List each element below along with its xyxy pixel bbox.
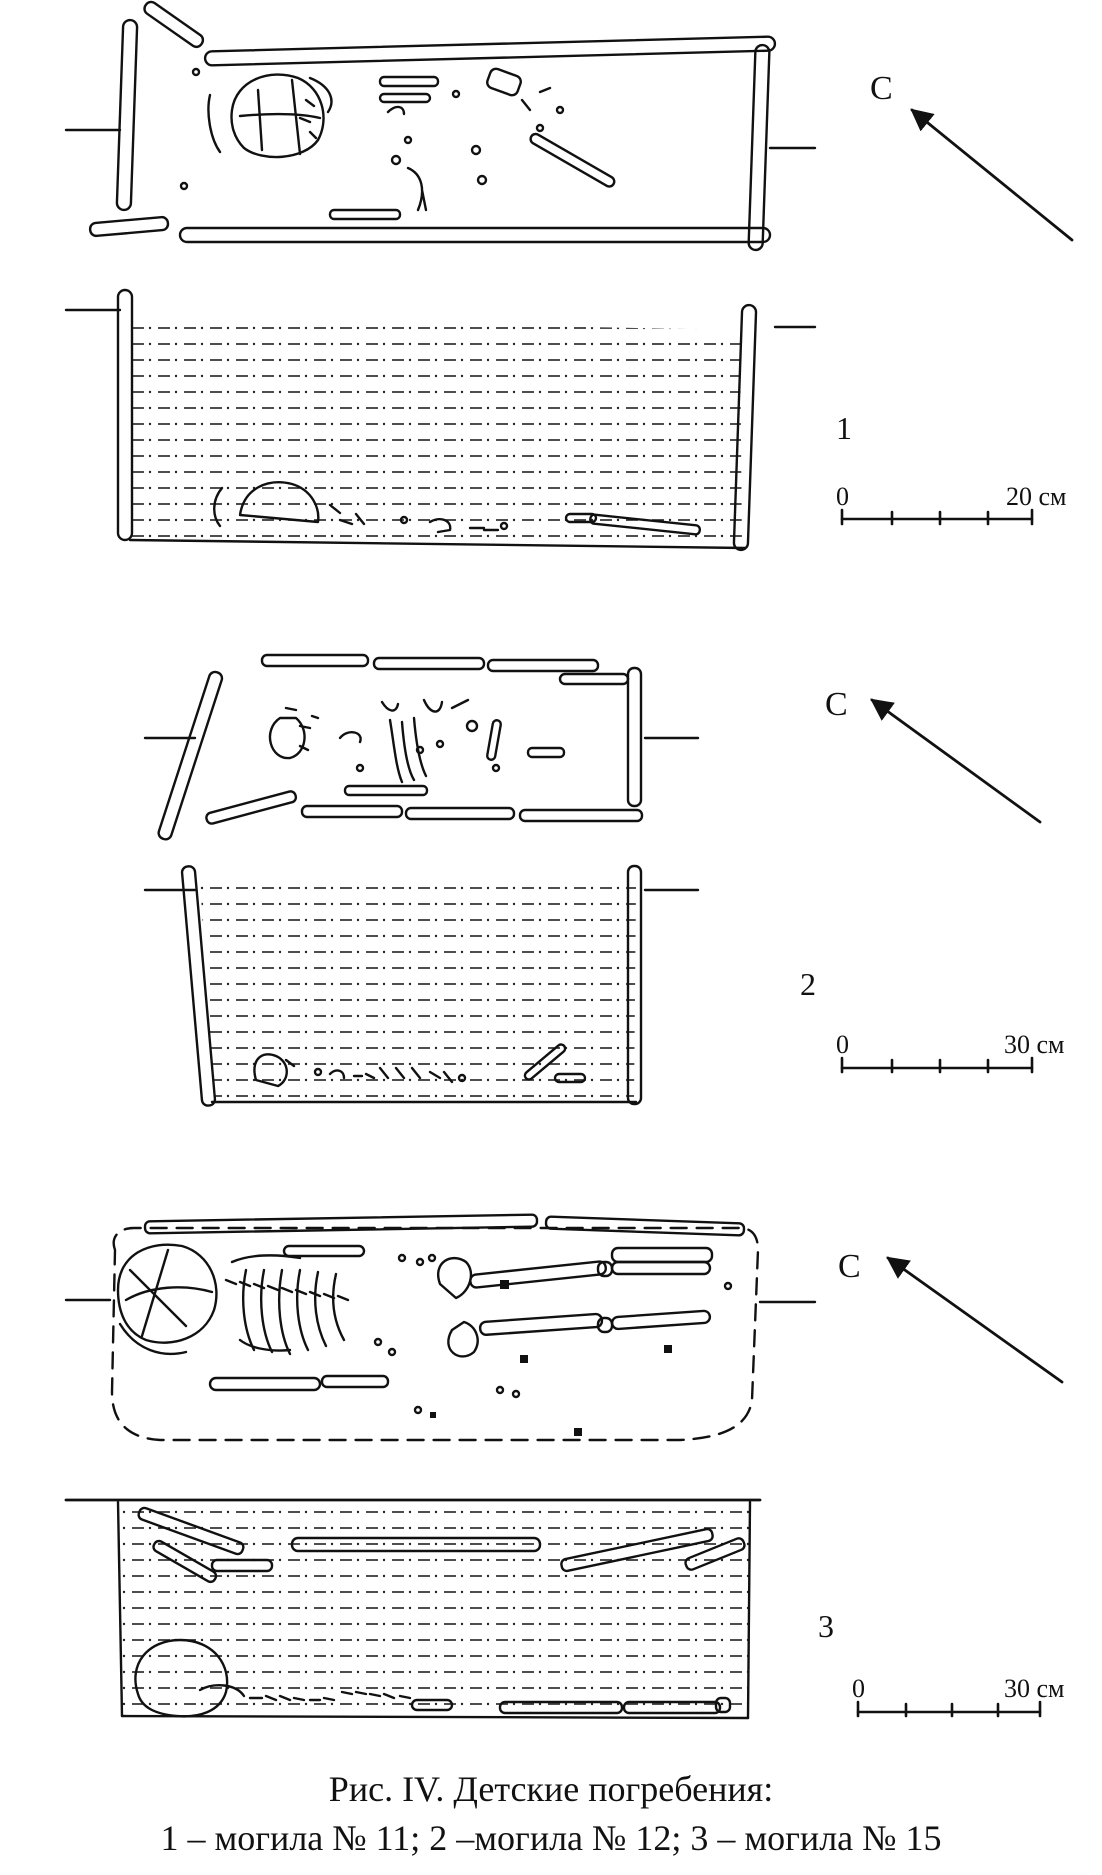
scale-3-end: 30 см — [1004, 1674, 1065, 1703]
north-arrow-3 — [886, 1256, 1064, 1384]
skull-1 — [230, 73, 325, 159]
burial-number-1: 1 — [836, 410, 852, 446]
burial-1-section — [64, 288, 817, 552]
scale-bar-2 — [840, 1056, 1034, 1074]
burial-number-2: 2 — [800, 966, 816, 1002]
scale-2-start: 0 — [836, 1030, 849, 1059]
scale-1-start: 0 — [836, 482, 849, 511]
burial-3-section — [64, 1498, 762, 1720]
skull-3 — [116, 1243, 218, 1344]
north-label-2: С — [825, 686, 848, 723]
scale-3-start: 0 — [852, 1674, 865, 1703]
burial-2-section — [143, 864, 700, 1107]
north-arrow-1 — [910, 108, 1074, 242]
scale-bar-3 — [856, 1700, 1042, 1718]
north-label-3: С — [838, 1248, 861, 1285]
figure-caption-title: Рис. IV. Детские погребения: — [328, 1769, 774, 1809]
skull-3-section — [134, 1638, 229, 1718]
burial-1-plan — [64, 0, 817, 252]
burial-3-plan-marks — [430, 1280, 672, 1436]
north-label-1: С — [870, 70, 893, 107]
scale-1-end: 20 см — [1006, 482, 1067, 511]
burial-number-3: 3 — [818, 1608, 834, 1644]
skull-1-section — [238, 481, 320, 524]
figure-caption-legend: 1 – могила № 11; 2 –могила № 12; 3 – мог… — [160, 1818, 942, 1858]
burial-3-plan — [64, 1213, 817, 1442]
burial-2-plan — [143, 653, 700, 841]
scale-bar-1 — [840, 508, 1034, 526]
scale-2-end: 30 см — [1004, 1030, 1065, 1059]
north-arrow-2 — [870, 698, 1042, 824]
